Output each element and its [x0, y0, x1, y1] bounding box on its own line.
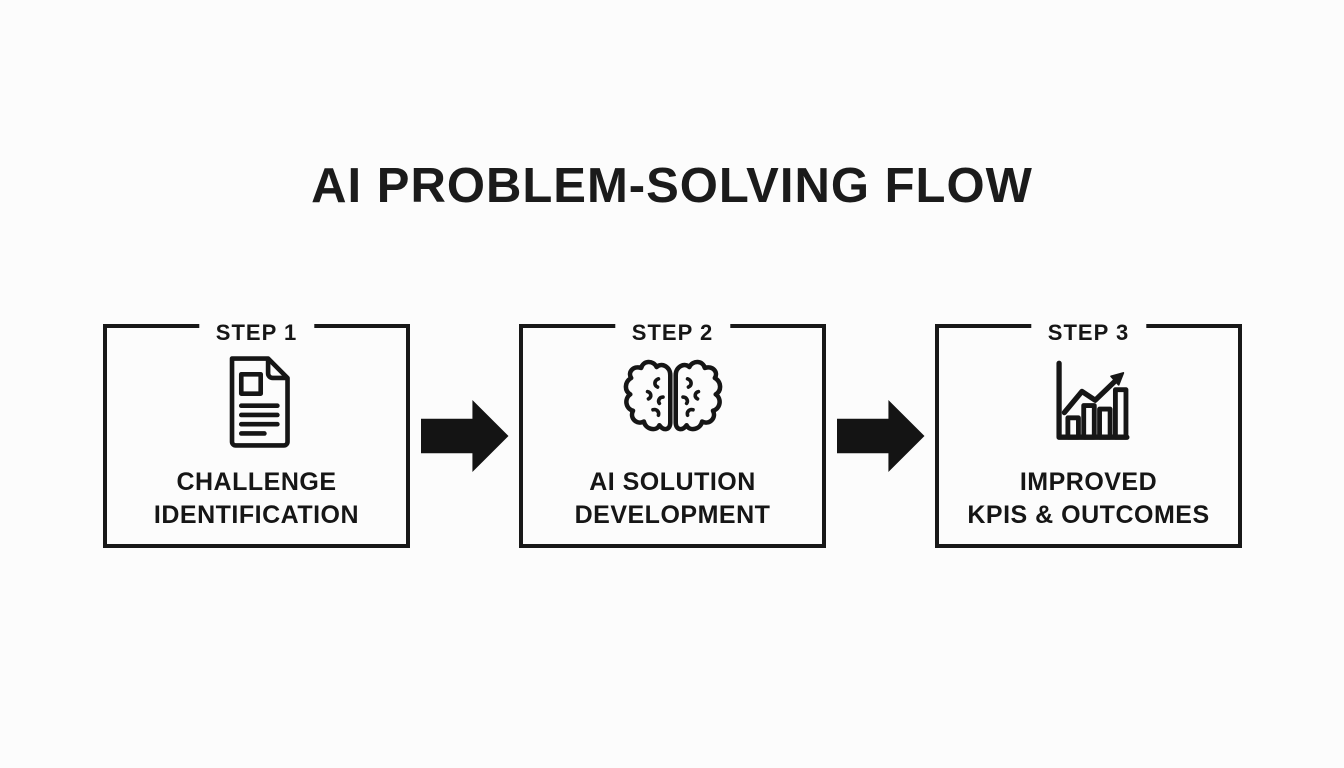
- step-2-caption-line2: DEVELOPMENT: [574, 501, 771, 529]
- step-1-box: STEP 1 CHALLENGE IDENTIFICATION: [103, 320, 410, 548]
- step-3-icon-wrap: [1043, 354, 1135, 450]
- step-1-label: STEP 1: [198, 320, 315, 346]
- step-1-caption: CHALLENGE IDENTIFICATION: [154, 466, 359, 532]
- arrow-right-icon: [836, 400, 925, 472]
- step-3-caption: IMPROVED KPIS & OUTCOMES: [967, 466, 1209, 532]
- step-3-caption-line1: IMPROVED: [1019, 468, 1158, 496]
- brain-icon: [623, 359, 722, 431]
- document-icon: [229, 356, 290, 448]
- step-2-box: STEP 2: [519, 320, 826, 548]
- step-1-caption-line1: CHALLENGE: [176, 468, 337, 496]
- arrow-right-icon: [420, 400, 509, 472]
- flow-row: STEP 1 CHALLENGE IDENTIFICATION S: [103, 320, 1242, 548]
- step-2-icon-wrap: [623, 354, 723, 450]
- step-3-label: STEP 3: [1030, 320, 1147, 346]
- step-3-caption-line2: KPIS & OUTCOMES: [967, 501, 1210, 529]
- step-2-caption-line1: AI SOLUTION: [589, 468, 756, 496]
- step-3-box: STEP 3 IMPROVED KPIS & OUTCOMES: [935, 320, 1242, 548]
- chart-icon: [1055, 360, 1129, 440]
- step-1-caption-line2: IDENTIFICATION: [153, 501, 360, 529]
- step-2-caption: AI SOLUTION DEVELOPMENT: [575, 466, 771, 532]
- step-2-label: STEP 2: [614, 320, 731, 346]
- diagram-title: AI PROBLEM-SOLVING FLOW: [311, 159, 1033, 213]
- step-1-icon-wrap: [220, 354, 294, 450]
